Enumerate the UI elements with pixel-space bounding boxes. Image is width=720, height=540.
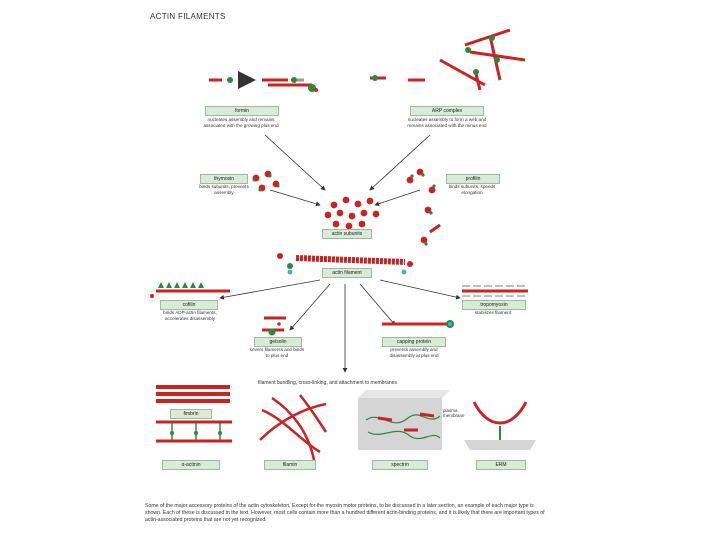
arp-illustration xyxy=(370,28,526,91)
desc-cofilin: binds ADP-actin filaments, accelerates d… xyxy=(163,310,217,321)
label-filamin: filamin xyxy=(264,460,316,470)
lower-arrows xyxy=(219,279,461,373)
label-actin-subunits: actin subunits xyxy=(322,229,372,239)
fimbrin-actinin-bundles xyxy=(156,385,232,443)
label-formin: formin xyxy=(205,106,279,116)
label-profilin: profilin xyxy=(446,174,500,184)
desc-profilin: binds subunits, speeds elongation xyxy=(448,184,496,195)
thymosin-subunits xyxy=(252,170,280,192)
desc-formin: nucleates assembly and remains associate… xyxy=(203,117,279,128)
label-cofilin: cofilin xyxy=(160,300,218,310)
label-actin-filament: actin filament xyxy=(322,268,372,278)
profilin-subunits xyxy=(406,168,441,246)
filamin-web xyxy=(259,394,328,461)
label-arp-complex: ARP complex xyxy=(410,106,484,116)
upper-arrows xyxy=(264,134,431,207)
actin-subunit-pool xyxy=(324,196,380,230)
erm-panel xyxy=(464,401,536,450)
desc-arp-complex: nucleates assembly to form a web and rem… xyxy=(407,117,487,128)
tropomyosin-illustration xyxy=(462,285,528,297)
cofilin-illustration xyxy=(150,282,230,298)
figure-caption: Some of the major accessory proteins of … xyxy=(145,503,545,524)
label-spectrin: spectrin xyxy=(372,460,428,470)
desc-gelsolin: severs filaments and binds to plus end xyxy=(249,347,305,358)
central-filament xyxy=(277,253,413,275)
label-capping-protein: capping protein xyxy=(382,337,446,347)
label-thymosin: thymosin xyxy=(200,174,248,184)
gelsolin-illustration xyxy=(262,316,286,336)
desc-tropomyosin: stabilizes filament xyxy=(474,310,512,315)
label-erm: ERM xyxy=(476,460,526,470)
label-tropomyosin: tropomyosin xyxy=(462,300,526,310)
plasma-membrane-label: plasma membrane xyxy=(443,408,465,419)
label-alpha-actinin: α-actinin xyxy=(162,460,220,470)
spectrin-panel xyxy=(358,390,450,450)
label-fimbrin: fimbrin xyxy=(170,409,212,419)
desc-capping-protein: prevents assembly and disassembly at plu… xyxy=(389,347,439,358)
formin-illustration xyxy=(209,71,318,92)
label-gelsolin: gelsolin xyxy=(254,337,302,347)
figure-title: ACTIN FILAMENTS xyxy=(150,12,226,21)
capping-illustration xyxy=(382,320,454,328)
bundling-heading: filament bundling, cross-linking, and at… xyxy=(258,380,397,386)
desc-thymosin: binds subunits, prevents assembly xyxy=(199,184,249,195)
